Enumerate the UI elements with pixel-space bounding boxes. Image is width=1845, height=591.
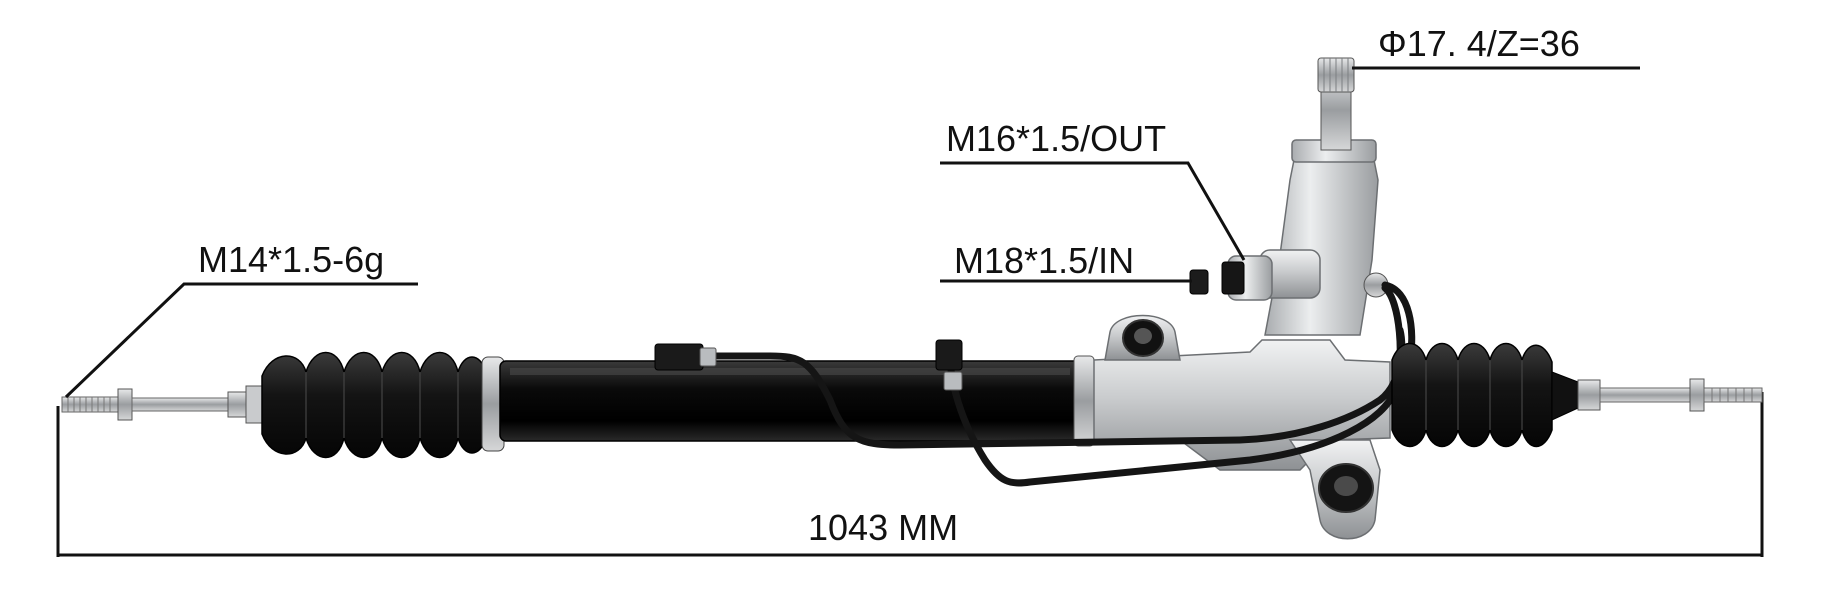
left-rod-collar	[227, 391, 249, 418]
tie-rod-leader	[64, 282, 418, 399]
pipe-fitting-left	[699, 347, 717, 367]
annotation-leaders	[64, 66, 1640, 399]
right-inner-rod	[1599, 387, 1693, 403]
tie-rod-thread-spec-label: M14*1.5-6g	[198, 239, 384, 280]
outlet-port-spec-label: M16*1.5/OUT	[946, 118, 1166, 159]
valve-body	[1189, 139, 1389, 336]
pipe-fitting-center	[943, 371, 963, 391]
left-threaded-end	[61, 396, 121, 413]
inlet-port-fitting	[1189, 269, 1209, 295]
right-rod-collar	[1577, 379, 1601, 411]
gear-housing	[1073, 314, 1391, 540]
right-bellows-boot	[1391, 342, 1579, 448]
rack-tube-highlight	[510, 368, 1070, 375]
right-jam-nut	[1689, 378, 1705, 412]
overall-length-dimension	[56, 392, 1764, 557]
left-jam-nut	[117, 388, 133, 421]
left-bellows-boot	[261, 351, 505, 459]
inlet-port-spec-label: M18*1.5/IN	[954, 240, 1134, 281]
pinion-shaft	[1317, 57, 1355, 151]
outlet-port-fitting	[1221, 261, 1245, 295]
right-tie-rod	[1577, 378, 1763, 412]
overall-length-label: 1043 MM	[808, 507, 958, 548]
pipe-clip-left	[654, 343, 704, 371]
housing-ring	[1073, 355, 1095, 447]
pipe-clip-center	[935, 339, 963, 371]
left-boot-clamp	[245, 385, 263, 424]
left-inner-rod	[131, 397, 233, 412]
outlet-leader	[940, 161, 1246, 261]
spline-spec-label: Φ17. 4/Z=36	[1378, 23, 1580, 64]
right-threaded-end	[1703, 387, 1763, 403]
left-tie-rod	[61, 385, 263, 424]
